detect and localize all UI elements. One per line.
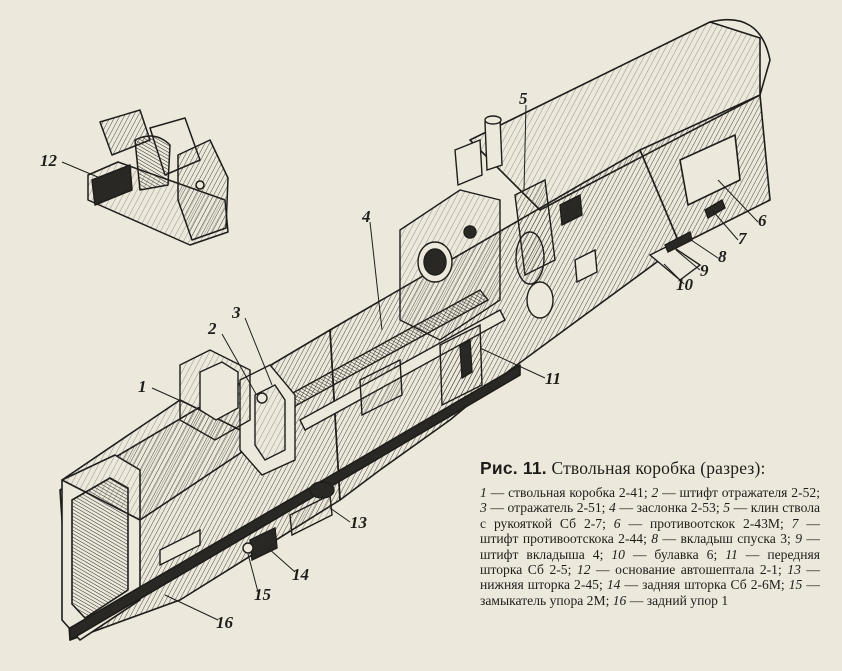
legend-item-text: — нижняя шторка 2-45 xyxy=(480,562,820,593)
legend-item-10: 10 — булавка 6 xyxy=(611,547,713,562)
callout-12: 12 xyxy=(40,151,58,170)
callout-3: 3 xyxy=(231,303,241,322)
legend-item-text: — заслонка 2-53 xyxy=(615,500,716,516)
legend-item-6: 6 — противоотскок 2-43М xyxy=(614,516,780,531)
callout-16: 16 xyxy=(216,613,234,632)
legend-item-number: 16 xyxy=(612,592,627,608)
legend-item-number: 1 xyxy=(480,485,487,500)
legend-item-text: — ствольная коробка 2-41 xyxy=(486,485,644,500)
legend-item-5: 5 — клин ствола с рукояткой Сб 2-7 xyxy=(480,500,820,530)
callout-6: 6 xyxy=(758,211,767,230)
legend-item-text: — булавка 6 xyxy=(624,546,714,562)
legend-item-text: — клин ствола с рукояткой Сб 2-7 xyxy=(480,500,821,531)
callout-4: 4 xyxy=(361,207,371,226)
callout-15: 15 xyxy=(254,585,272,604)
legend-item-text: — передняя шторка Сб 2-5 xyxy=(480,546,820,578)
callout-numbers: 12 1 2 3 4 5 6 7 8 9 10 11 13 14 15 16 xyxy=(40,89,767,632)
legend-item-text: — задняя шторка Сб 2-6М xyxy=(620,577,781,593)
legend-item-number: 6 xyxy=(613,515,621,531)
legend-item-text: — противоотскок 2-43М xyxy=(620,515,780,531)
callout-10: 10 xyxy=(676,275,694,294)
legend-item-number: 2 xyxy=(651,485,659,500)
figure-title-text: Ствольная коробка (разрез): xyxy=(551,458,766,478)
callout-11: 11 xyxy=(545,369,561,388)
legend-item-13: 13 — нижняя шторка 2-45 xyxy=(480,562,820,592)
callout-8: 8 xyxy=(718,247,727,266)
legend-item-9: 9 — штифт вкладыша 4 xyxy=(480,531,820,561)
legend-item-7: 7 — штифт противоотскока 2-44 xyxy=(480,516,820,546)
legend-item-number: 5 xyxy=(723,500,730,516)
legend-item-number: 14 xyxy=(606,577,621,593)
legend-item-15: 15 — замыкатель упора 2М xyxy=(480,577,820,607)
legend-item-3: 3 — отражатель 2-51 xyxy=(480,500,602,515)
legend-item-number: 7 xyxy=(791,515,799,531)
legend-item-text: — задний упор 1 xyxy=(626,592,729,608)
legend-item-text: — штифт вкладыша 4 xyxy=(480,531,820,562)
legend-item-number: 12 xyxy=(576,562,591,578)
figure-title: Рис. 11. Ствольная коробка (разрез): xyxy=(480,458,820,479)
legend-item-14: 14 — задняя шторка Сб 2-6М xyxy=(607,577,781,592)
legend-item-number: 8 xyxy=(651,531,659,547)
legend-item-number: 9 xyxy=(795,531,802,547)
callout-13: 13 xyxy=(350,513,368,532)
legend-item-number: 4 xyxy=(609,500,616,516)
callout-7: 7 xyxy=(738,229,748,248)
legend-item-text: — замыкатель упора 2М xyxy=(480,577,820,608)
figure-caption: Рис. 11. Ствольная коробка (разрез): 1 —… xyxy=(480,458,820,608)
legend-item-8: 8 — вкладыш спуска 3 xyxy=(651,531,787,546)
leader-lines xyxy=(61,104,759,621)
legend-item-11: 11 — передняя шторка Сб 2-5 xyxy=(480,547,820,577)
legend-item-12: 12 — основание автошептала 2-1 xyxy=(577,562,778,577)
callout-2: 2 xyxy=(207,319,217,338)
legend-item-text: — штифт отражателя 2-52 xyxy=(658,485,817,500)
callout-9: 9 xyxy=(700,261,709,280)
mechanism-parts xyxy=(159,115,726,567)
legend-item-1: 1 — ствольная коробка 2-41 xyxy=(480,485,644,500)
legend-item-text: — штифт противоотскока 2-44 xyxy=(480,515,820,547)
legend-item-4: 4 — заслонка 2-53 xyxy=(609,500,716,515)
legend-item-text: — основание автошептала 2-1 xyxy=(590,562,778,578)
legend-item-2: 2 — штифт отражателя 2-52 xyxy=(651,485,816,500)
legend-item-text: — отражатель 2-51 xyxy=(486,500,602,516)
callout-14: 14 xyxy=(292,565,309,584)
legend-item-number: 11 xyxy=(725,546,738,562)
legend-item-number: 3 xyxy=(480,500,487,516)
legend-item-number: 13 xyxy=(787,562,801,578)
legend-item-text: — вкладыш спуска 3 xyxy=(658,531,788,547)
callout-1: 1 xyxy=(138,377,147,396)
figure-label: Рис. 11. xyxy=(480,458,547,478)
legend-item-16: 16 — задний упор 1 xyxy=(613,593,728,608)
callout-5: 5 xyxy=(519,89,528,108)
legend-item-number: 15 xyxy=(788,577,803,593)
auto-sear-base-part xyxy=(87,109,229,246)
legend-item-number: 10 xyxy=(611,546,625,562)
figure-legend: 1 — ствольная коробка 2-41; 2 — штифт от… xyxy=(480,485,821,608)
